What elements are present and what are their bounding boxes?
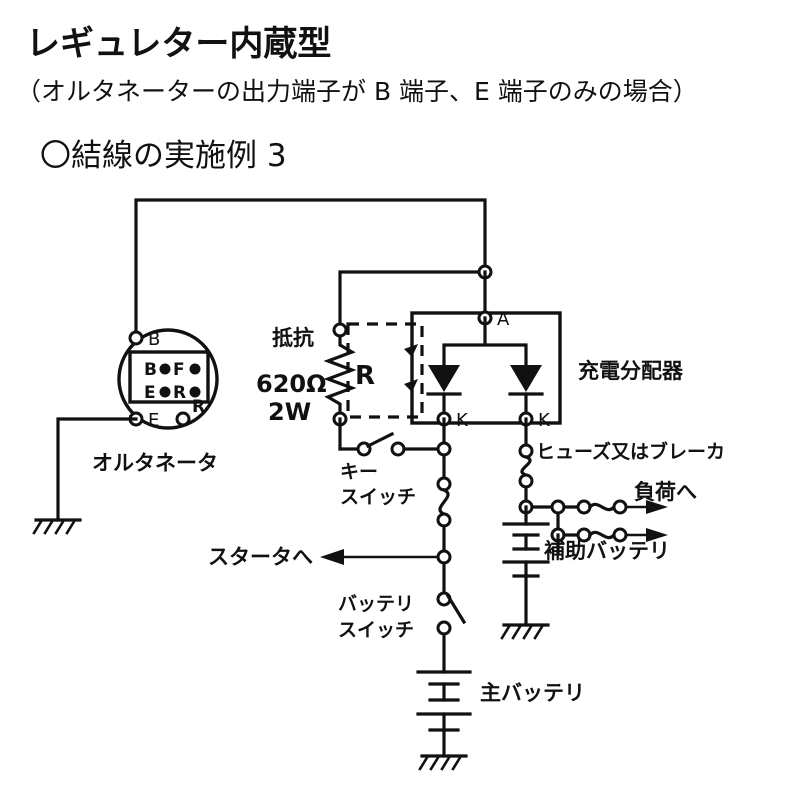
battery-switch-label-line1: バッテリ [338, 593, 414, 615]
resistor-branch-wire [338, 270, 487, 332]
fuse-bottom-node [518, 473, 534, 489]
main-battery-symbol [416, 670, 472, 771]
key-switch-right-node[interactable] [390, 441, 406, 457]
key-switch-symbol[interactable] [338, 431, 442, 457]
load2-arrow-head [646, 528, 668, 542]
resistor-symbol: R [323, 322, 424, 427]
starter-branch [320, 549, 452, 595]
distributor-terminal-k-left-label: K [456, 410, 469, 431]
alternator-terminal-b-node [128, 330, 144, 346]
aux-battery-label: 補助バッテリ [543, 539, 670, 563]
example-heading: 〇結線の実施例 3 [40, 138, 287, 174]
alternator-terminal-e-label: E [148, 410, 159, 431]
fuse-top-node [518, 443, 534, 459]
alternator-inner-r-label: R [173, 383, 186, 403]
alternator-symbol: B E R B F E R [117, 328, 219, 431]
starter-label: スタータへ [208, 545, 313, 569]
fuse-branch [518, 417, 534, 503]
fuse-label: ヒューズ又はブレーカ [536, 440, 725, 463]
flex-connector-top-node [436, 476, 452, 492]
alternator-inner-e-label: E [144, 383, 156, 403]
top-bus-wire [134, 198, 487, 332]
resistor-ohms-label: 620Ω [256, 370, 327, 398]
battery-switch-bottom-node[interactable] [436, 620, 452, 636]
battery-switch-label-line2: スイッチ [338, 619, 414, 641]
flexible-connector-main [436, 476, 452, 559]
alternator-inner-b-label: B [144, 360, 157, 380]
load1-start-node [550, 499, 566, 515]
load-line-1 [550, 499, 668, 515]
load-line-2 [550, 527, 668, 555]
charge-distributor: A K K [410, 309, 562, 431]
load1-arrow-head [646, 500, 668, 514]
resistor-top-node [332, 322, 348, 338]
resistor-symbol-label: R [355, 361, 375, 391]
distributor-terminal-a-label: A [497, 309, 510, 330]
starter-junction-node [436, 549, 452, 565]
alternator-label: オルタネータ [92, 451, 218, 475]
starter-arrow-head [320, 549, 344, 565]
alternator-inner-node-r [189, 386, 201, 398]
aux-battery-symbol [500, 505, 550, 640]
alternator-inner-node-e [159, 386, 171, 398]
alternator-inner-node-f [189, 363, 201, 375]
resistor-watts-label: 2W [268, 398, 311, 426]
flex-connector-bottom-node [436, 512, 452, 528]
left-k-down-wire [436, 417, 452, 480]
alternator-terminal-r-node [175, 411, 191, 427]
key-switch-label-line1: キー [340, 461, 378, 483]
load1-mid-node-b [612, 499, 628, 515]
main-rail-top-node [436, 441, 452, 457]
alternator-terminal-r-label: R [192, 397, 205, 417]
key-switch-label-line2: スイッチ [340, 486, 416, 508]
alternator-inner-node-b [159, 363, 171, 375]
alternator-inner-f-label: F [173, 360, 185, 380]
diode-right-triangle [510, 365, 542, 392]
main-battery-label: 主バッテリ [480, 681, 585, 705]
distributor-terminal-k-right-label: K [538, 410, 551, 431]
page-title: レギュレター内蔵型 [26, 24, 332, 64]
load-label: 負荷へ [634, 480, 697, 504]
battery-switch-symbol[interactable] [436, 591, 467, 674]
diode-left-triangle [428, 365, 460, 392]
alternator-terminal-b-label: B [148, 329, 160, 350]
page-subtitle: （オルタネーターの出力端子が B 端子、E 端子のみの場合） [16, 77, 698, 106]
alternator-ground-wire [32, 417, 138, 535]
resistor-label: 抵抗 [272, 326, 314, 350]
charge-distributor-label: 充電分配器 [578, 359, 684, 383]
